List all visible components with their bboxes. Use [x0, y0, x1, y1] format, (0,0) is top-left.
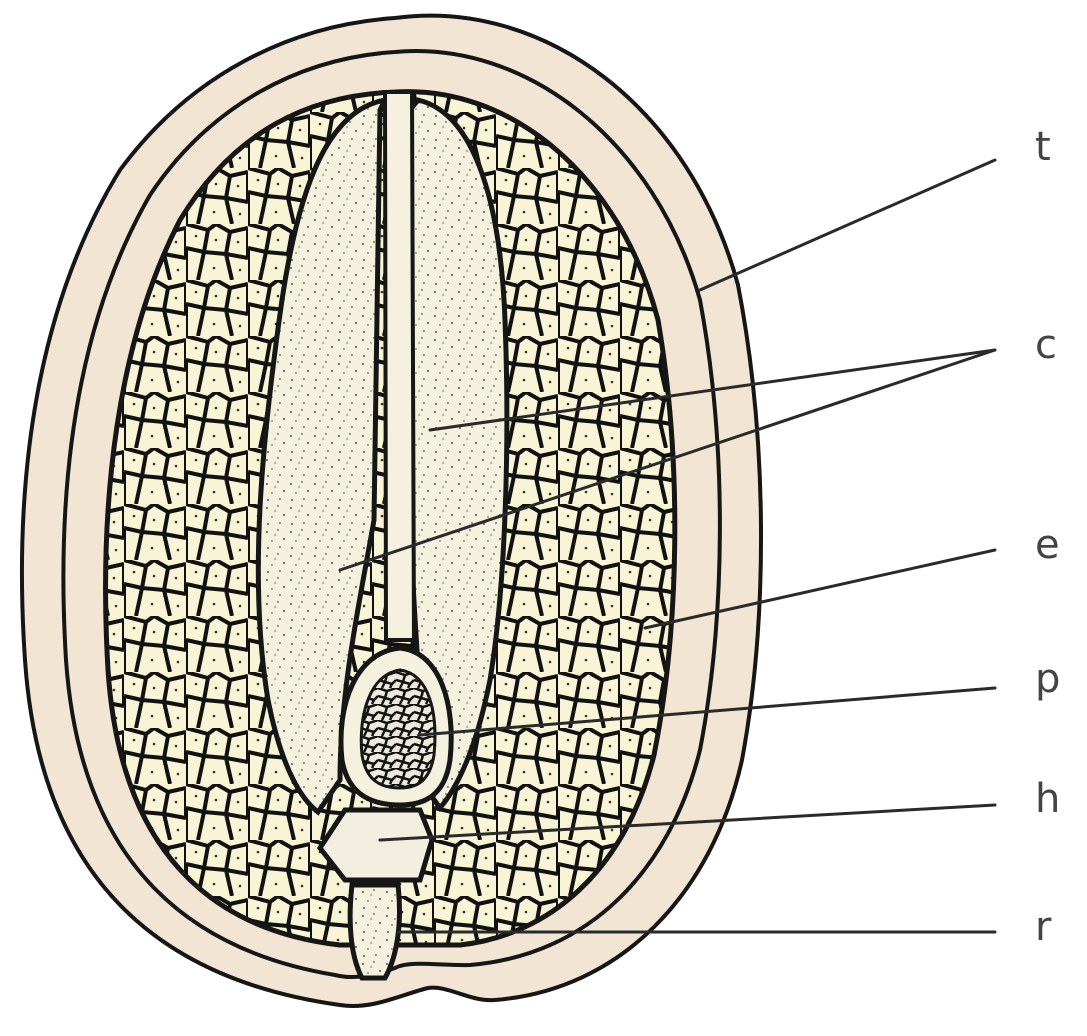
hypocotyl	[320, 810, 432, 880]
label-c: c	[1035, 322, 1057, 368]
label-r: r	[1035, 904, 1052, 950]
label-h: h	[1035, 776, 1060, 822]
label-t: t	[1035, 124, 1051, 170]
radicle	[350, 885, 399, 978]
embryo-axis	[385, 92, 414, 640]
leader-line-t	[700, 160, 995, 290]
label-e: e	[1035, 522, 1060, 568]
label-p: p	[1035, 656, 1060, 702]
plumule-inner	[361, 670, 435, 788]
